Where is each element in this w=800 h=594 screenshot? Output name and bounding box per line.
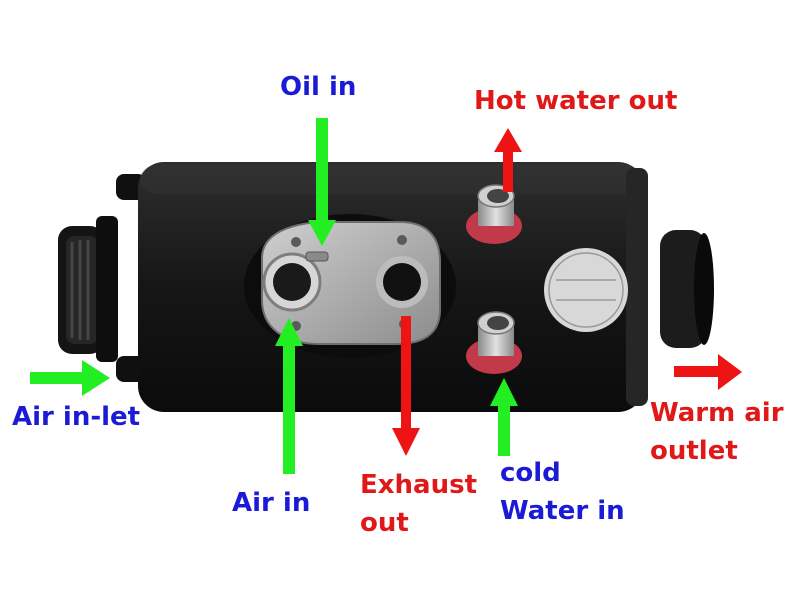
- exhaust-out-arrow: [392, 316, 420, 456]
- air-inlet-label: Air in-let: [12, 402, 141, 432]
- air-in-label: Air in: [232, 488, 311, 518]
- exhaust-label-line1: Exhaust: [360, 470, 477, 500]
- warm-air-outlet-arrow: [674, 354, 742, 390]
- oil-in-label: Oil in: [280, 72, 357, 102]
- cold-water-label-line2: Water in: [500, 496, 625, 526]
- air-inlet-arrow: [30, 360, 110, 396]
- cold-water-label-line1: cold: [500, 458, 561, 488]
- cold-water-in-arrow: [490, 378, 518, 456]
- exhaust-port: [376, 256, 428, 308]
- warm-air-outlet-pipe: [660, 230, 714, 348]
- air-intake-grill: [58, 216, 118, 362]
- cold-water-in-pipe: [466, 311, 522, 374]
- hot-water-out-label: Hot water out: [474, 86, 678, 116]
- oil-inlet-nipple: [305, 251, 329, 262]
- exhaust-label-line2: out: [360, 508, 409, 538]
- warm-air-label-line1: Warm air: [650, 398, 784, 428]
- air-in-arrow: [275, 318, 303, 474]
- warm-air-label-line2: outlet: [650, 436, 738, 466]
- hot-water-out-arrow: [494, 128, 522, 192]
- air-in-port: [262, 252, 322, 312]
- oil-in-arrow: [308, 118, 336, 246]
- certificate-sticker: [544, 248, 628, 332]
